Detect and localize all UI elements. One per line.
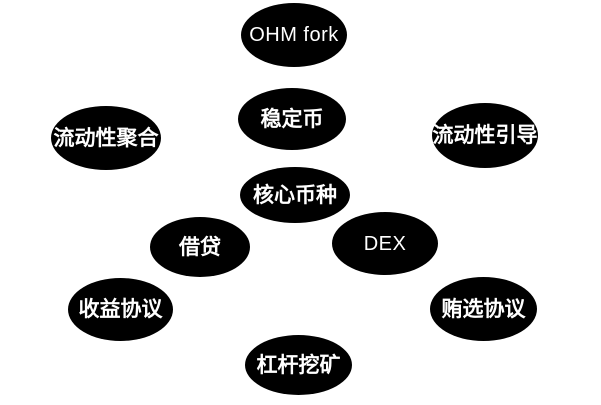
diagram-node-ohm-fork: OHM fork xyxy=(241,3,347,67)
diagram-node-bribe-protocol: 贿选协议 xyxy=(430,277,537,341)
node-label-stablecoin: 稳定币 xyxy=(260,107,324,131)
node-label-bribe-protocol: 贿选协议 xyxy=(441,297,526,321)
node-label-liquidity-bootstrapping: 流动性引导 xyxy=(432,124,538,147)
node-label-lending: 借贷 xyxy=(179,235,221,259)
diagram-node-liquidity-aggregation: 流动性聚合 xyxy=(51,106,161,170)
diagram-node-liquidity-bootstrapping: 流动性引导 xyxy=(432,103,538,168)
node-label-yield-protocol: 收益协议 xyxy=(78,298,163,321)
node-label-leveraged-farming: 杠杆挖矿 xyxy=(256,353,341,377)
node-label-liquidity-aggregation: 流动性聚合 xyxy=(53,126,159,150)
diagram-node-yield-protocol: 收益协议 xyxy=(68,278,173,341)
diagram-node-lending: 借贷 xyxy=(150,217,250,277)
diagram-node-stablecoin: 稳定币 xyxy=(238,88,346,150)
node-label-core-coins: 核心币种 xyxy=(253,183,337,207)
diagram-node-leveraged-farming: 杠杆挖矿 xyxy=(245,335,352,395)
diagram-node-core-coins: 核心币种 xyxy=(240,167,350,223)
node-label-dex: DEX xyxy=(363,232,407,255)
node-label-ohm-fork: OHM fork xyxy=(249,24,339,46)
diagram-node-dex: DEX xyxy=(332,212,438,275)
